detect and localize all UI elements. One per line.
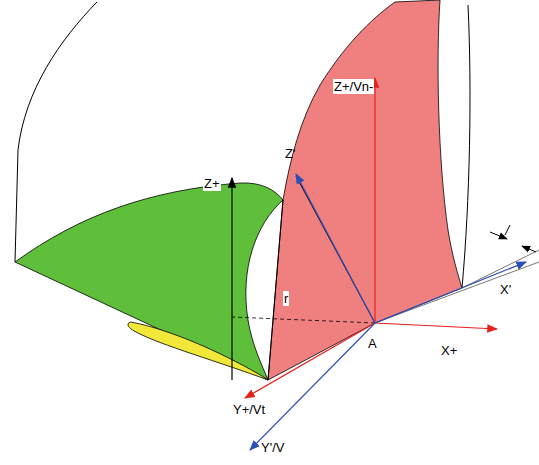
x-prime-axis-arrow [375,262,526,323]
axis-label: X' [499,282,512,297]
extension-line [375,262,539,323]
cutting-edge [268,200,283,380]
radius-line [232,317,375,323]
y-axis-arrow [245,323,375,398]
axis-label: Z+/Vn- [333,79,374,94]
land-face [128,322,268,380]
axis-label: Z' [284,146,296,161]
angle-dimension [490,232,507,239]
z-axis-arrow [231,178,232,380]
axis-label: Y+/Vt [232,402,266,417]
axis-label: A [367,336,378,351]
z-prime-axis-arrow [296,174,375,323]
z-axis-arrow [374,78,375,323]
axis-label: X+ [440,343,458,358]
x-axis-arrow [375,323,497,329]
angle-dimension [522,246,536,252]
axis-label: Z+ [203,176,221,191]
rake-face [15,183,283,380]
angle-dimension [505,225,510,235]
body-outline [462,5,470,288]
flank-face [268,0,462,380]
y-prime-axis-arrow [250,323,375,450]
axis-label: r [283,291,289,306]
axis-label: Y'/V [260,440,285,455]
